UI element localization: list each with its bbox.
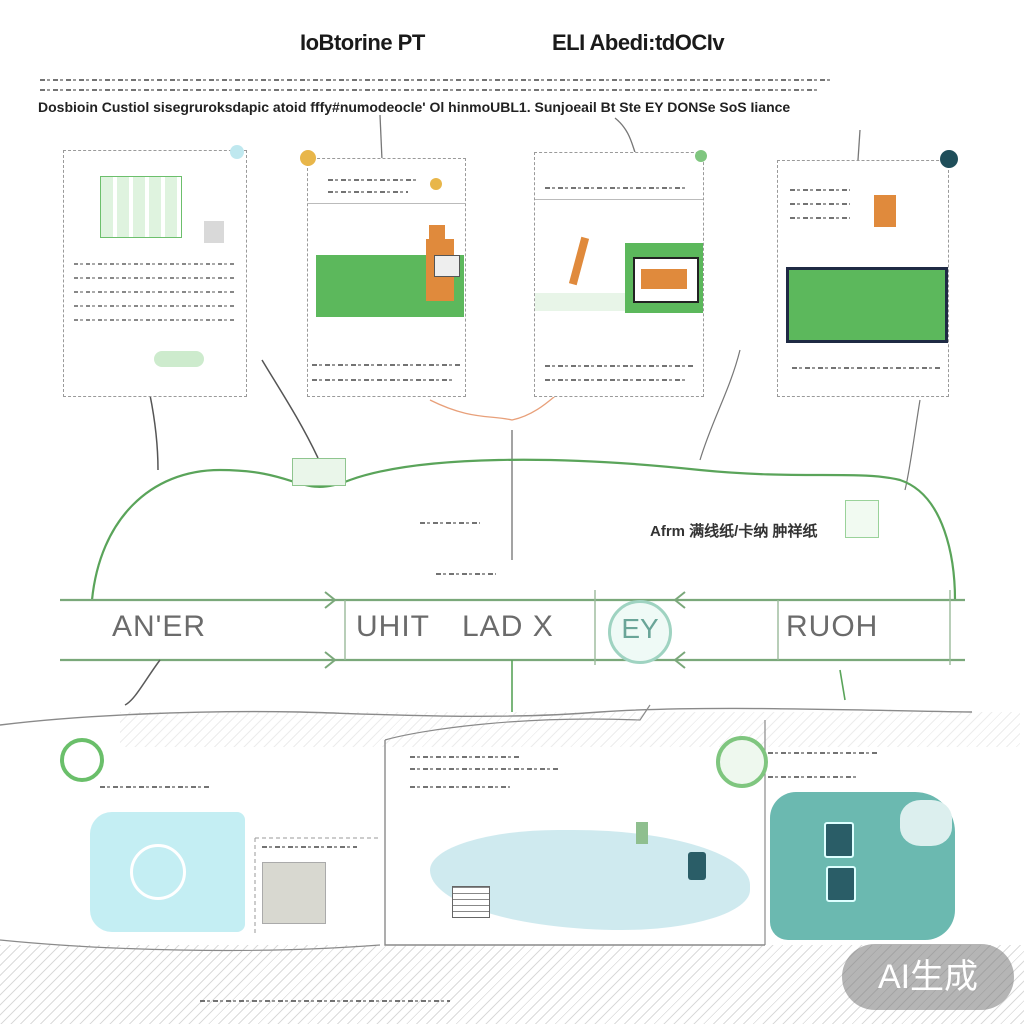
document-icon xyxy=(636,822,648,844)
panel-3-orange-screen xyxy=(641,269,687,289)
panel-1 xyxy=(63,150,247,397)
panel-4 xyxy=(777,160,949,397)
panel-1-grid xyxy=(100,176,182,238)
flow-annotation: Afrm 满线纸/卡纳 肿祥纸 xyxy=(650,523,818,540)
panel-4-list-text xyxy=(790,217,850,219)
panel-4-green-panel xyxy=(786,267,948,343)
leaf-badge-icon xyxy=(230,145,244,159)
panel-3-caption xyxy=(545,365,695,367)
title-right: ELI Abedi:tdOCIv xyxy=(552,30,725,55)
map-panel-caption xyxy=(410,756,520,758)
header-scribble-line xyxy=(40,79,830,81)
panel-2-caption xyxy=(312,364,462,366)
watermark-badge: AI生成 xyxy=(842,944,1014,1010)
panel-2-orange-cap xyxy=(429,225,445,239)
lane-seal: EY xyxy=(608,600,672,664)
bottom-left-doc xyxy=(262,862,326,924)
header-scribble-line xyxy=(40,89,820,91)
panel-2-divider xyxy=(308,203,465,204)
globe-icon xyxy=(940,150,958,168)
panel-3-figure xyxy=(568,236,590,286)
document-icon xyxy=(688,852,706,880)
map-panel-caption xyxy=(410,786,510,788)
panel-1-tag xyxy=(154,351,204,367)
center-note xyxy=(436,573,496,575)
panel-1-doc-icon xyxy=(204,221,224,243)
lane-label-3: LAD X xyxy=(462,610,554,643)
lane-seal-text: EY xyxy=(621,613,659,644)
center-note xyxy=(420,522,480,524)
arc-node-card xyxy=(292,458,346,486)
panel-2-caption xyxy=(312,379,452,381)
lane-label-1: AN'ER xyxy=(112,610,207,643)
panel-3-toolbar-text xyxy=(545,187,685,189)
panel-4-orange-card xyxy=(874,195,896,227)
panel-3-divider xyxy=(535,199,703,200)
leaf-badge-icon xyxy=(430,178,442,190)
teal-map-light xyxy=(900,800,952,846)
lane-label-2: UHIT xyxy=(356,610,430,643)
map-table xyxy=(452,886,490,918)
panel-4-list-text xyxy=(790,189,850,191)
globe-panel-caption xyxy=(768,776,858,778)
top-hatch-band xyxy=(120,712,1020,747)
footer-scribble xyxy=(200,1000,450,1002)
leaf-logo-icon xyxy=(130,844,186,900)
document-icon xyxy=(826,866,856,902)
globe-icon xyxy=(716,736,768,788)
panel-2 xyxy=(307,158,466,397)
leaf-badge-icon xyxy=(60,738,104,782)
bottom-left-caption xyxy=(100,786,210,788)
panel-4-list-text xyxy=(790,203,850,205)
panel-3-caption xyxy=(545,379,685,381)
title-left: IoBtorine PT xyxy=(300,30,425,55)
subtitle: Dosbioin Custiol sisegruroksdapic atoid … xyxy=(38,99,791,115)
panel-2-toolbar-text xyxy=(328,191,408,193)
panel-1-text xyxy=(64,251,246,333)
map-panel-caption xyxy=(410,768,560,770)
leaf-badge-icon xyxy=(695,150,707,162)
leaf-badge-icon xyxy=(300,150,316,166)
panel-2-toolbar-text xyxy=(328,179,418,181)
arc-node-card xyxy=(845,500,879,538)
panel-3 xyxy=(534,152,704,397)
document-icon xyxy=(824,822,854,858)
bottom-left-doc-caption xyxy=(262,846,357,848)
panel-4-caption xyxy=(792,367,942,369)
panel-2-grey-frame xyxy=(434,255,460,277)
lane-label-4: RUOH xyxy=(786,610,879,643)
bottom-left-blue-tile xyxy=(90,812,245,932)
globe-panel-caption xyxy=(768,752,878,754)
